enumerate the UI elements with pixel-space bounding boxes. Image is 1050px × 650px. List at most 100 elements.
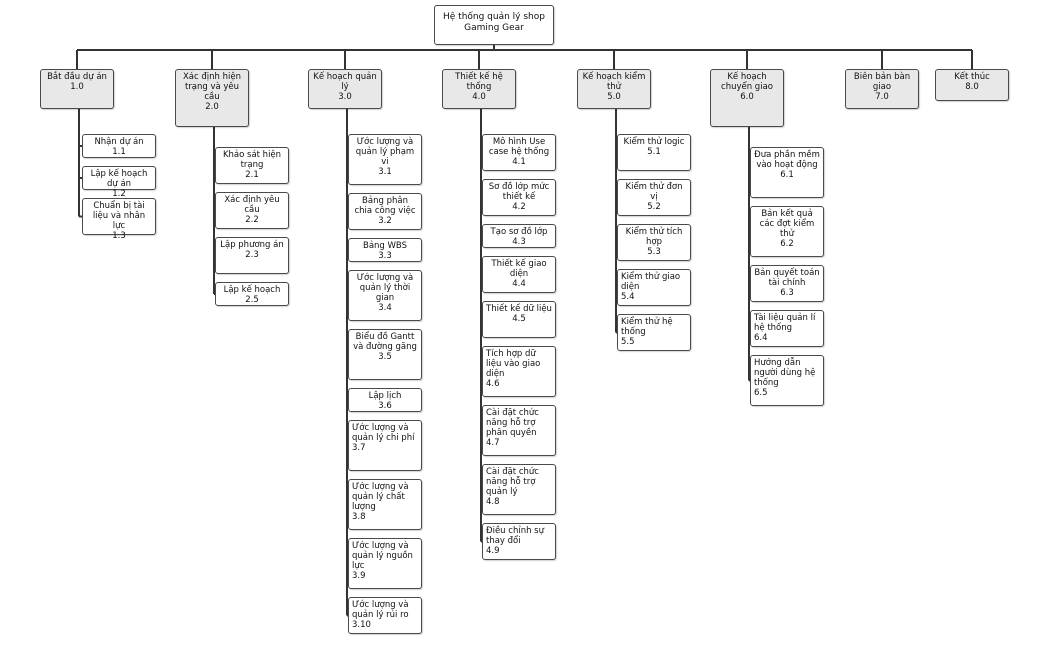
node-label: Hướng dẫn người dùng hệ thống bbox=[754, 358, 816, 388]
node-label: Lập lịch bbox=[368, 391, 402, 401]
node-code: 3.0 bbox=[338, 92, 352, 102]
node-code: 8.0 bbox=[965, 82, 979, 92]
node-code: 4.1 bbox=[512, 157, 526, 167]
node-label: Cài đặt chức năng hỗ trợ phân quyền bbox=[486, 408, 539, 438]
node-code: 4.5 bbox=[512, 314, 526, 324]
node-label: Kiểm thử hệ thống bbox=[621, 317, 673, 337]
node-code: 6.0 bbox=[740, 92, 754, 102]
node-code: 2.3 bbox=[245, 250, 259, 260]
node-label: Thiết kế hệ thống bbox=[455, 72, 503, 92]
node-label: Ước lượng và quản lý thời gian bbox=[356, 273, 414, 303]
node-code: 5.2 bbox=[647, 202, 661, 212]
node-label: Bản quyết toán tài chính bbox=[754, 268, 820, 288]
node-code: 1.3 bbox=[112, 231, 126, 241]
node-label: Xác định hiện trạng và yêu cầu bbox=[182, 72, 241, 102]
node-label: Khảo sát hiện trạng bbox=[222, 150, 282, 170]
node-code: 4.9 bbox=[486, 546, 500, 556]
node-code: 6.5 bbox=[754, 388, 768, 398]
node-code: 3.9 bbox=[352, 571, 366, 581]
node-code: 4.7 bbox=[486, 438, 500, 448]
node-code: 3.8 bbox=[352, 512, 366, 522]
node-label: Biểu đồ Gantt và đường găng bbox=[353, 332, 417, 352]
node-label: Nhận dự án bbox=[94, 137, 144, 147]
node-code: 1.2 bbox=[112, 189, 126, 199]
node-code: 2.2 bbox=[245, 215, 259, 225]
node-code: 6.4 bbox=[754, 333, 768, 343]
node-code: 5.5 bbox=[621, 337, 635, 347]
node-code: 3.7 bbox=[352, 443, 366, 453]
node-code: 5.0 bbox=[607, 92, 621, 102]
node-label: Thiết kế dữ liệu bbox=[486, 304, 552, 314]
node-code: 4.3 bbox=[512, 237, 526, 247]
node-label: Ước lượng và quản lý nguồn lực bbox=[352, 541, 413, 571]
node-code: 7.0 bbox=[875, 92, 889, 102]
node-label: Xác định yêu cầu bbox=[224, 195, 280, 215]
node-code: 3.1 bbox=[378, 167, 392, 177]
node-label: Tích hợp dữ liệu vào giao diện bbox=[486, 349, 541, 379]
node-label: Bảng phân chia công việc bbox=[354, 196, 416, 216]
node-label: Thiết kế giao diện bbox=[491, 259, 547, 279]
node-label: Kế hoạch chuyển giao bbox=[721, 72, 773, 92]
node-label: Ước lượng và quản lý chất lượng bbox=[352, 482, 409, 512]
node-label: Bắt đầu dự án bbox=[47, 72, 107, 82]
node-code: 4.0 bbox=[472, 92, 486, 102]
node-label: Lập kế hoạch bbox=[223, 285, 281, 295]
node-label: Kết thúc bbox=[954, 72, 990, 82]
node-code: 4.8 bbox=[486, 497, 500, 507]
node-code: 5.4 bbox=[621, 292, 635, 302]
node-label: Bản kết quả các đợt kiểm thử bbox=[759, 209, 815, 239]
node-label: Kiểm thử đơn vị bbox=[625, 182, 683, 202]
node-code: 6.2 bbox=[780, 239, 794, 249]
node-label: Điều chỉnh sự thay đổi bbox=[486, 526, 544, 546]
node-label: Biên bản bàn giao bbox=[853, 72, 911, 92]
node-label: Sơ đồ lớp mức thiết kế bbox=[488, 182, 550, 202]
node-code: 3.5 bbox=[378, 352, 392, 362]
node-code: 6.1 bbox=[780, 170, 794, 180]
node-code: 2.0 bbox=[205, 102, 219, 112]
node-label: Tạo sơ đồ lớp bbox=[490, 227, 548, 237]
node-code: 4.6 bbox=[486, 379, 500, 389]
node-code: 4.4 bbox=[512, 279, 526, 289]
node-code: 3.10 bbox=[352, 620, 371, 630]
node-label: Kiểm thử giao diện bbox=[621, 272, 681, 292]
node-code: 6.3 bbox=[780, 288, 794, 298]
node-code: 3.6 bbox=[378, 401, 392, 411]
node-label: Đưa phần mềm vào hoạt động bbox=[754, 150, 820, 170]
node-code: 5.1 bbox=[647, 147, 661, 157]
node-label: Ước lượng và quản lý phạm vi bbox=[355, 137, 415, 167]
node-label: Cài đặt chức năng hỗ trợ quản lý bbox=[486, 467, 539, 497]
node-label: Hệ thống quản lý shop Gaming Gear bbox=[443, 12, 545, 33]
node-code: 5.3 bbox=[647, 247, 661, 257]
